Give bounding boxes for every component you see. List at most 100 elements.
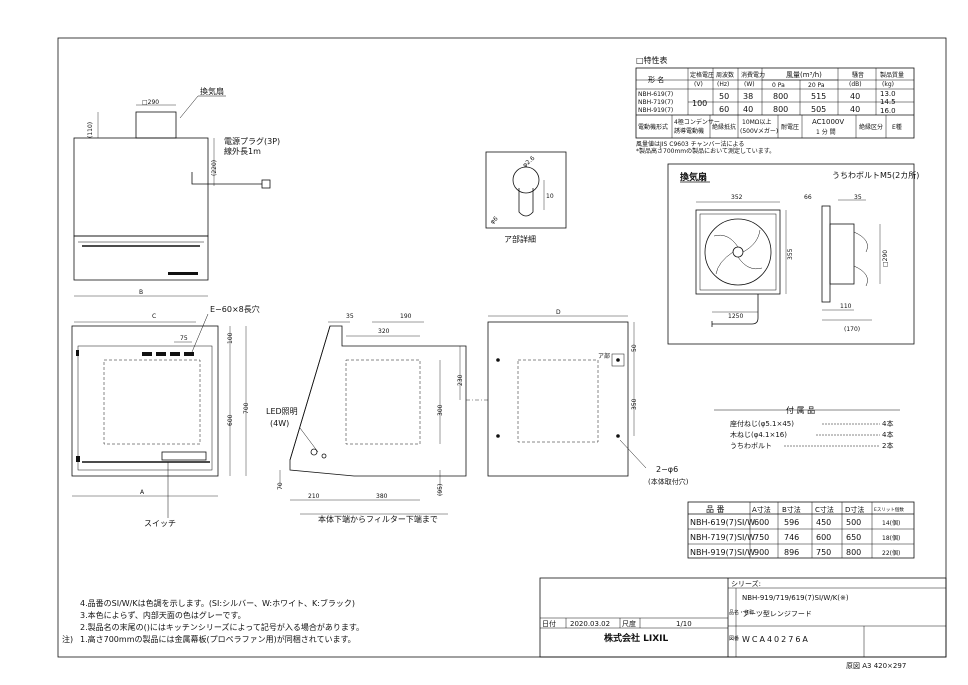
svg-text:60: 60: [719, 105, 729, 114]
svg-text:300: 300: [437, 404, 444, 416]
switch-label: スイッチ: [144, 519, 176, 528]
detail-a: φ2.6 10 φ6 ア部詳細: [485, 151, 567, 244]
svg-text:D: D: [556, 309, 561, 316]
svg-text:線外長1m: 線外長1m: [224, 146, 261, 156]
svg-text:AC1000V: AC1000V: [812, 118, 844, 126]
svg-text:座付ねじ(φ5.1×45): 座付ねじ(φ5.1×45): [730, 419, 794, 428]
svg-text:E種: E種: [892, 123, 902, 131]
svg-text:10: 10: [546, 193, 554, 200]
svg-text:190: 190: [400, 313, 412, 320]
svg-text:*製品高さ700mmの製品において測定しています。: *製品高さ700mmの製品において測定しています。: [636, 147, 775, 155]
title-block: 日付 2020.03.02 尺度 1/10 株式会社 LIXIL シリーズ: 品…: [539, 577, 947, 670]
svg-text:うちわボルトM5(2カ所): うちわボルトM5(2カ所): [832, 170, 919, 180]
svg-text:木ねじ(φ4.1×16): 木ねじ(φ4.1×16): [730, 430, 787, 439]
svg-text:2本: 2本: [882, 441, 893, 450]
svg-text:746: 746: [784, 533, 799, 542]
svg-text:電源プラグ(3P): 電源プラグ(3P): [224, 136, 280, 146]
svg-text:風量(m³/h): 風量(m³/h): [786, 71, 822, 79]
svg-text:φ6: φ6: [489, 215, 500, 225]
svg-text:4極コンデンサー: 4極コンデンサー: [674, 118, 720, 126]
svg-text:1/10: 1/10: [676, 620, 692, 628]
svg-text:20 Pa: 20 Pa: [808, 82, 825, 89]
svg-text:品名・名称: 品名・名称: [729, 609, 754, 616]
svg-text:シリーズ:: シリーズ:: [731, 579, 761, 588]
svg-text:注): 注): [62, 634, 73, 644]
svg-text:505: 505: [811, 105, 826, 114]
svg-text:電動機形式: 電動機形式: [638, 123, 668, 131]
fan-detail-box: 換気扇 うちわボルトM5(2カ所) 352 355 1250 66 35 □29…: [667, 163, 919, 345]
svg-text:うちわボルト: うちわボルト: [730, 442, 772, 450]
svg-text:(220): (220): [211, 160, 218, 176]
svg-text:(V): (V): [694, 81, 703, 88]
back-view: D 50 350 ア部 2−φ6 (本体取付穴): [487, 309, 689, 486]
svg-text:35: 35: [854, 194, 862, 201]
svg-text:風量値はJIS C9603 チャンバー法による: 風量値はJIS C9603 チャンバー法による: [636, 140, 744, 148]
svg-text:NBH-619(7)SI/W: NBH-619(7)SI/W: [690, 518, 755, 527]
svg-text:原図 A3 420×297: 原図 A3 420×297: [846, 662, 906, 670]
svg-text:φ2.6: φ2.6: [521, 155, 536, 169]
svg-text:絶縁区分: 絶縁区分: [859, 123, 883, 131]
svg-text:14(個): 14(個): [882, 519, 900, 527]
svg-text:50: 50: [719, 92, 729, 101]
svg-text:16.0: 16.0: [880, 107, 896, 115]
svg-text:A寸法: A寸法: [752, 505, 771, 514]
svg-text:515: 515: [811, 92, 826, 101]
svg-text:付 属 品: 付 属 品: [786, 405, 815, 415]
svg-text:230: 230: [457, 374, 464, 386]
svg-text:ブーツ型レンジフード: ブーツ型レンジフード: [742, 609, 812, 618]
notes: 4.品番のSI/W/Kは色調を示します。(SI:シルバー、W:ホワイト、K:ブラ…: [62, 598, 364, 644]
svg-text:B: B: [139, 289, 143, 296]
svg-text:100: 100: [227, 332, 234, 344]
svg-text:352: 352: [731, 194, 743, 201]
svg-text:2.製品名の末尾の()にはキッチンシリーズによって記号が入る: 2.製品名の末尾の()にはキッチンシリーズによって記号が入る場合があります。: [80, 622, 364, 632]
top-view-fan-label: 換気扇: [200, 86, 224, 96]
svg-text:(500Vメガー): (500Vメガー): [740, 127, 778, 135]
svg-text:600: 600: [754, 518, 769, 527]
svg-text:(本体取付穴): (本体取付穴): [648, 477, 689, 486]
svg-text:110: 110: [840, 303, 852, 310]
svg-text:消費電力: 消費電力: [741, 71, 765, 79]
svg-text:450: 450: [816, 518, 831, 527]
svg-text:320: 320: [378, 328, 390, 335]
svg-text:14.5: 14.5: [880, 98, 896, 106]
svg-text:NBH-919(7)SI/W: NBH-919(7)SI/W: [690, 548, 755, 557]
svg-text:700: 700: [243, 402, 250, 414]
svg-text:4本: 4本: [882, 419, 893, 428]
svg-text:70: 70: [277, 482, 284, 490]
svg-text:騒音: 騒音: [852, 71, 864, 79]
svg-text:尺度: 尺度: [622, 619, 636, 628]
svg-text:C寸法: C寸法: [815, 505, 834, 514]
svg-text:(dB): (dB): [849, 81, 862, 88]
front-view: C 75 E−60×8長穴 100 600 700 A スイッチ: [71, 304, 260, 528]
svg-text:E−60×8長穴: E−60×8長穴: [210, 304, 260, 314]
spec-title: □特性表: [636, 55, 668, 65]
svg-text:600: 600: [227, 414, 234, 426]
svg-text:355: 355: [787, 248, 794, 260]
svg-text:75: 75: [180, 335, 188, 342]
svg-text:1 分 間: 1 分 間: [816, 128, 836, 136]
svg-text:耐電圧: 耐電圧: [781, 123, 799, 131]
svg-text:(110): (110): [87, 122, 94, 138]
svg-text:896: 896: [784, 548, 799, 557]
dimension-table: 品 番 A寸法 B寸法 C寸法 D寸法 Eスリット個数 NBH-619(7)SI…: [687, 501, 915, 559]
svg-text:22(個): 22(個): [882, 549, 900, 557]
svg-text:絶縁抵抗: 絶縁抵抗: [712, 123, 736, 131]
svg-text:600: 600: [816, 533, 831, 542]
svg-text:18(個): 18(個): [882, 534, 900, 542]
svg-text:1250: 1250: [728, 313, 743, 320]
company-name: 株式会社 LIXIL: [604, 632, 669, 644]
sheet-border: [57, 37, 947, 658]
svg-text:4.品番のSI/W/Kは色調を示します。(SI:シルバー、W: 4.品番のSI/W/Kは色調を示します。(SI:シルバー、W:ホワイト、K:ブラ…: [80, 598, 355, 608]
svg-text:596: 596: [784, 518, 799, 527]
svg-text:日付: 日付: [542, 619, 556, 628]
svg-text:2−φ6: 2−φ6: [656, 465, 678, 474]
svg-text:(W): (W): [744, 81, 755, 88]
svg-text:(kg): (kg): [882, 81, 894, 88]
svg-text:□290: □290: [882, 250, 889, 267]
svg-text:38: 38: [743, 92, 753, 101]
svg-text:NBH-619(7): NBH-619(7): [638, 91, 673, 98]
svg-text:10MΩ以上: 10MΩ以上: [742, 118, 771, 126]
svg-text:(95): (95): [437, 484, 444, 496]
svg-text:100: 100: [692, 99, 707, 108]
